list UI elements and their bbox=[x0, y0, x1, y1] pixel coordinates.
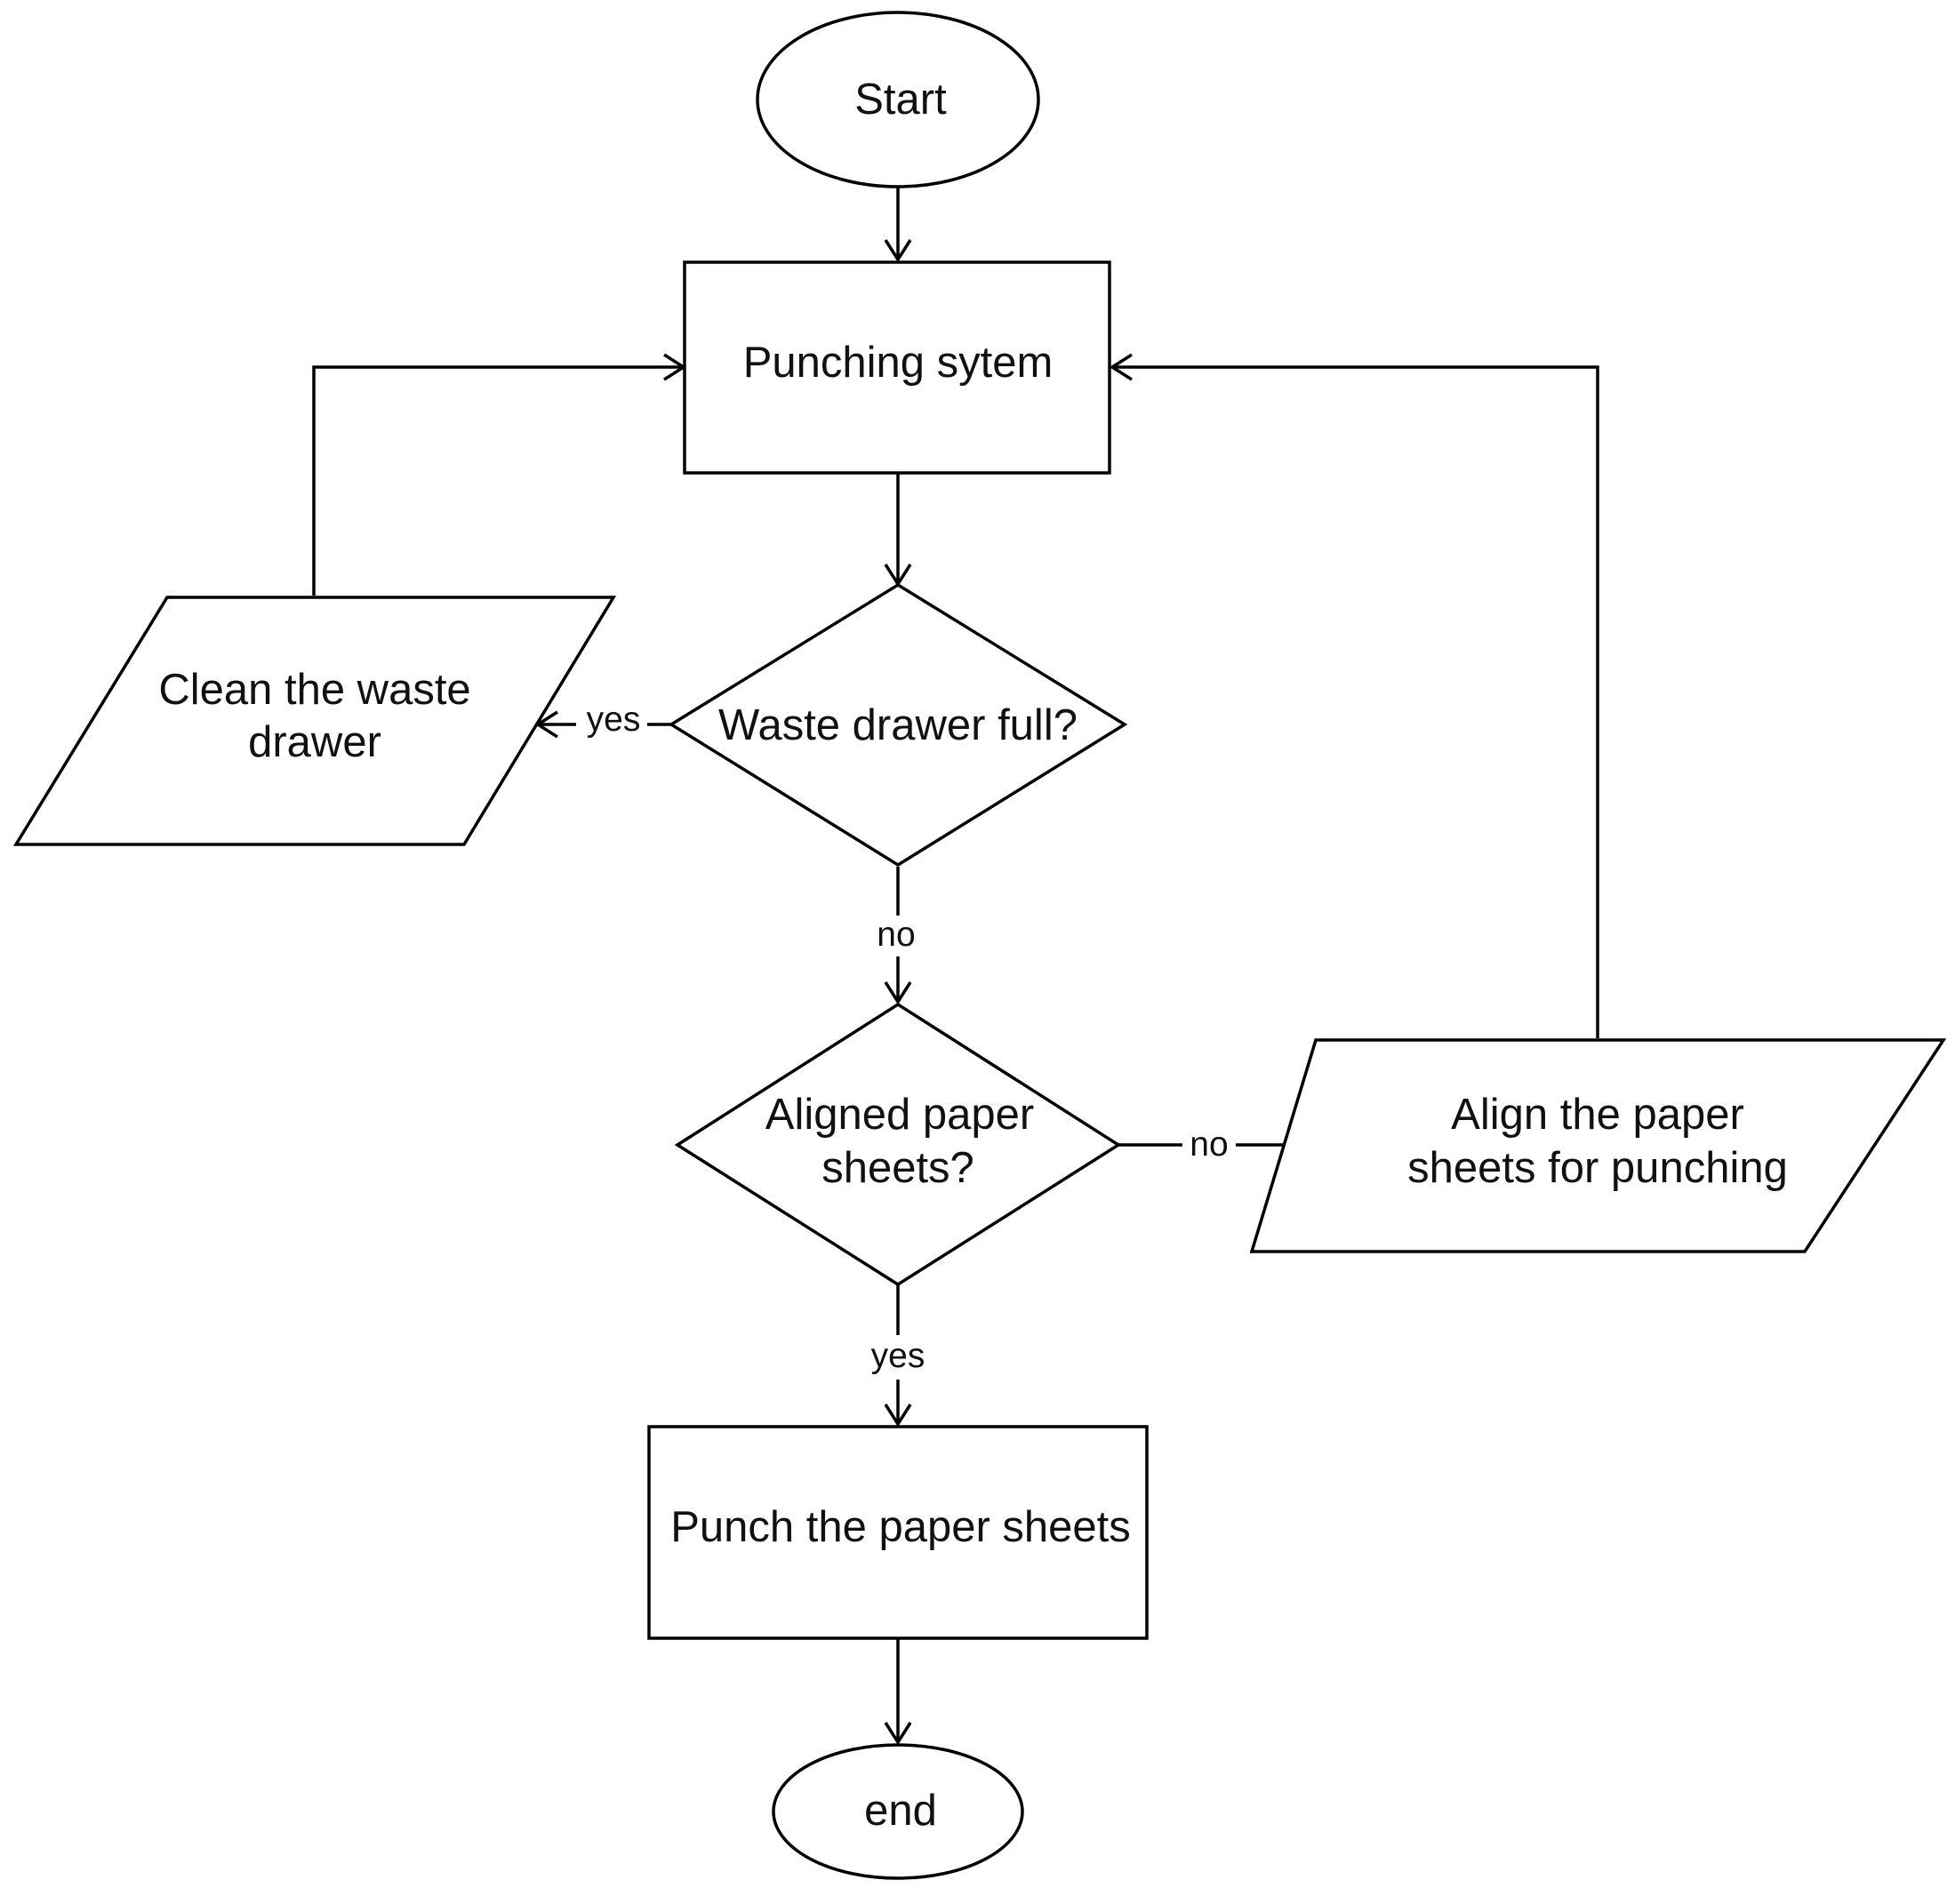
punch-paper-sheets-node: Punch the paper sheets bbox=[647, 1425, 1149, 1640]
edge-align-sheets-to-punching-system bbox=[1109, 353, 1599, 1038]
edge-clean-drawer-to-punching-system bbox=[312, 353, 687, 596]
edge-label-yes-punch: yes bbox=[861, 1335, 935, 1380]
edge-label-no-waste-text: no bbox=[877, 916, 915, 954]
edge-label-yes-clean: yes bbox=[576, 700, 647, 741]
edge-label-no-align-text: no bbox=[1190, 1125, 1228, 1164]
align-paper-sheets-label-line-1: Align the paper bbox=[1451, 1091, 1744, 1139]
edge-label-no-waste: no bbox=[871, 916, 925, 956]
edge-punch-sheets-to-end bbox=[884, 1638, 912, 1746]
start-node: Start bbox=[756, 11, 1040, 188]
aligned-paper-sheets-label-line-2: sheets? bbox=[821, 1144, 974, 1192]
edge-label-no-align: no bbox=[1182, 1125, 1236, 1164]
edge-label-yes-clean-text: yes bbox=[587, 700, 641, 739]
align-paper-sheets-node: Align the paper sheets for punching bbox=[1249, 1038, 1947, 1253]
clean-waste-drawer-label-line-1: Clean the waste bbox=[158, 666, 470, 714]
aligned-paper-sheets-label-line-1: Aligned paper bbox=[765, 1091, 1034, 1139]
end-node: end bbox=[772, 1743, 1024, 1880]
waste-drawer-full-decision: Waste drawer full? bbox=[668, 582, 1128, 868]
start-node-label: Start bbox=[854, 76, 947, 124]
waste-drawer-full-label: Waste drawer full? bbox=[718, 701, 1078, 749]
punch-paper-sheets-label: Punch the paper sheets bbox=[670, 1503, 1131, 1551]
align-paper-sheets-label-line-2: sheets for punching bbox=[1407, 1144, 1788, 1192]
edge-punching-system-to-waste-drawer bbox=[884, 473, 912, 588]
clean-waste-drawer-node: Clean the waste drawer bbox=[12, 596, 617, 846]
end-node-label: end bbox=[864, 1787, 937, 1835]
punching-system-node: Punching sytem bbox=[683, 260, 1111, 475]
aligned-paper-sheets-decision: Aligned paper sheets? bbox=[674, 1002, 1122, 1287]
clean-waste-drawer-label-line-2: drawer bbox=[248, 718, 381, 766]
edge-label-yes-punch-text: yes bbox=[871, 1337, 925, 1375]
edge-start-to-punching-system bbox=[884, 187, 912, 263]
punching-system-label: Punching sytem bbox=[743, 339, 1054, 387]
